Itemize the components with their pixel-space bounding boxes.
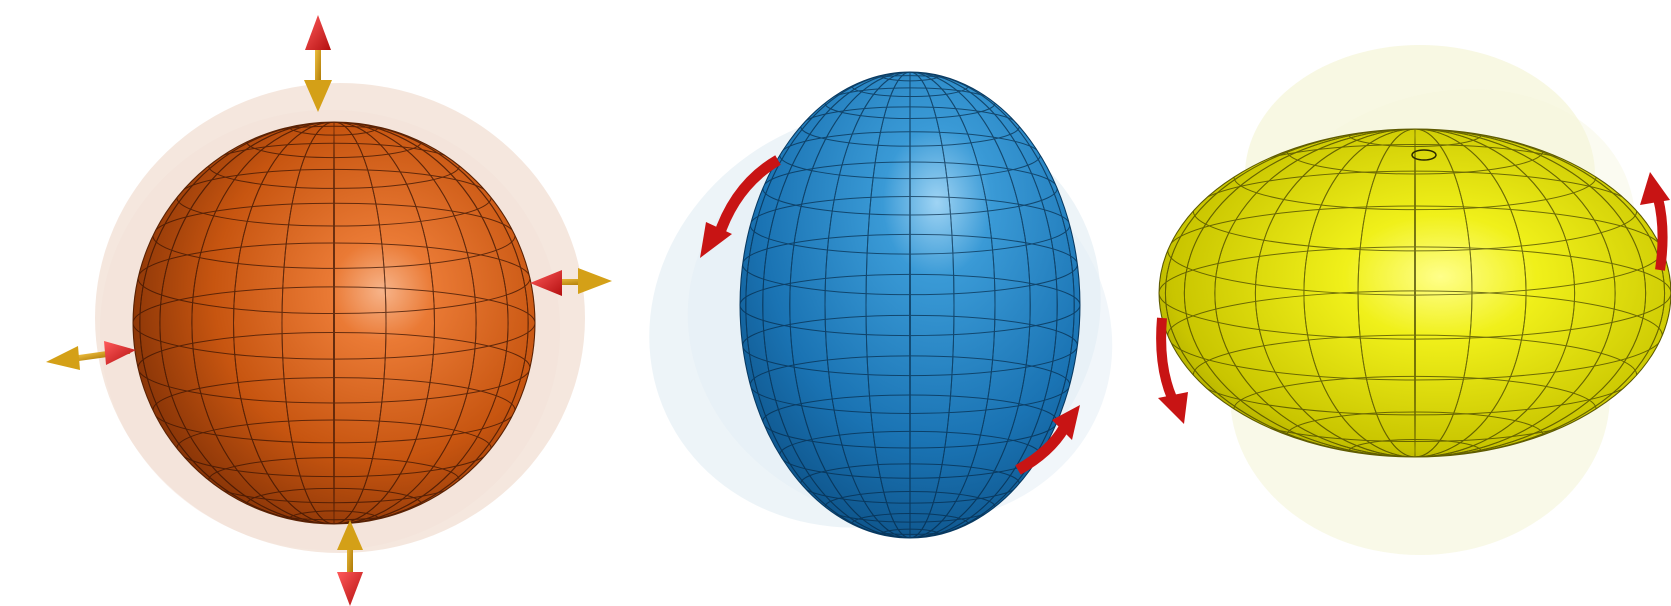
sphere-arrow-right xyxy=(530,268,612,296)
oblate-rotation-arrow-left xyxy=(1156,317,1188,424)
oblate-outline xyxy=(1158,128,1671,458)
longitude-line xyxy=(139,122,529,524)
longitude-line xyxy=(1164,129,1666,457)
longitude-line xyxy=(865,72,955,538)
longitude-line xyxy=(159,122,509,524)
longitude-line xyxy=(745,72,1075,538)
longitude-line xyxy=(1183,129,1647,457)
oblate-pole xyxy=(1411,149,1437,161)
longitude-line xyxy=(281,122,387,524)
longitude-line xyxy=(762,72,1058,538)
longitude-line xyxy=(333,122,335,524)
oblate-panel xyxy=(1156,45,1671,555)
prolate-outline xyxy=(739,71,1081,539)
longitude-line xyxy=(1414,129,1416,457)
longitude-line xyxy=(191,122,477,524)
longitude-line xyxy=(1254,129,1576,457)
longitude-line xyxy=(1357,129,1473,457)
prolate-panel xyxy=(649,71,1113,539)
sphere-arrow-left xyxy=(46,341,136,370)
sphere-panel xyxy=(46,15,612,606)
sphere-arrow-top xyxy=(304,15,332,112)
prolate-rotation-arrow-lower-right xyxy=(1015,405,1080,475)
sphere-arrow-bottom xyxy=(337,520,363,606)
sphere-outline xyxy=(132,121,536,525)
longitude-line xyxy=(233,122,435,524)
longitude-line xyxy=(1214,129,1616,457)
longitude-line xyxy=(789,72,1031,538)
oblate-rotation-arrow-right xyxy=(1640,172,1670,271)
longitude-line xyxy=(824,72,996,538)
longitude-line xyxy=(1303,129,1527,457)
prolate-rotation-arrow-upper-left xyxy=(700,155,781,258)
longitude-line xyxy=(909,72,911,538)
